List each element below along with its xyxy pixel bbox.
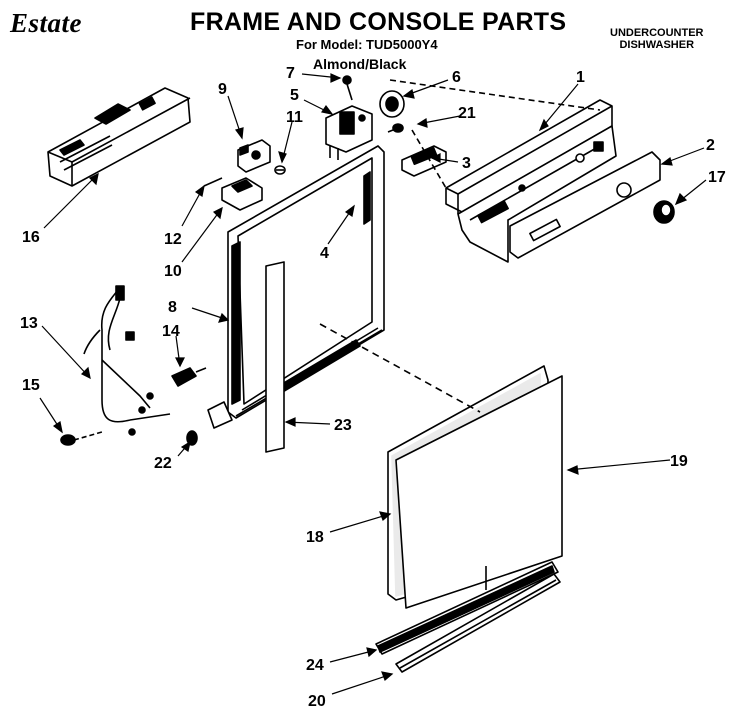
leader-dashed-3 [411,129,447,189]
part-14-switch [171,367,207,387]
callout-4: 4 [320,245,329,262]
callout-24: 24 [306,657,324,674]
callout-12: 12 [164,231,182,248]
part-10-clip [203,177,263,211]
product-category: UNDERCOUNTER DISHWASHER [610,27,704,51]
callout-18: 18 [306,529,324,546]
callout-3: 3 [462,155,471,172]
part-23-gasket-strip [265,261,285,453]
callout-16: 16 [22,229,40,246]
callout-9: 9 [218,81,227,98]
part-9-switch-bracket [237,139,271,173]
part-3-switch [401,145,447,177]
callout-14: 14 [162,323,180,340]
callout-23: 23 [334,417,352,434]
part-6-latch-knob [379,90,405,118]
callout-7: 7 [286,65,295,82]
part-5-door-latch [325,105,373,160]
callout-22: 22 [154,455,172,472]
callout-20: 20 [308,693,326,710]
callout-10: 10 [164,263,182,280]
callout-15: 15 [22,377,40,394]
color-variant: Almond/Black [313,56,407,72]
callout-5: 5 [290,87,299,104]
part-2-console-panel [509,151,661,259]
brand-logo: Estate [10,8,83,38]
part-13-wire-harness [83,285,171,436]
callout-19: 19 [670,453,688,470]
page-title: FRAME AND CONSOLE PARTS [190,8,567,36]
category-line-1: UNDERCOUNTER [610,27,704,39]
part-17-knob [653,200,675,224]
callout-17: 17 [708,169,726,186]
callout-2: 2 [706,137,715,154]
callout-1: 1 [576,69,585,86]
part-19-panel-face [395,375,563,609]
part-16-console-bracket [47,87,191,187]
part-1-console [445,99,617,263]
part-15-screw [60,431,103,446]
part-20-trim-strip [395,573,561,673]
part-21-screw [387,123,404,133]
callout-13: 13 [20,315,38,332]
leader-dashed-19 [319,323,481,413]
model-number: For Model: TUD5000Y4 [296,37,438,52]
category-line-2: DISHWASHER [619,39,695,51]
callout-6: 6 [452,69,461,86]
part-7-screw [342,75,353,101]
part-22-clip [186,430,198,446]
part-24-bottom-trim [375,561,559,655]
callout-leaders [39,73,707,695]
callout-21: 21 [458,105,476,122]
part-11-screw [274,165,286,175]
callout-8: 8 [168,299,177,316]
callout-11: 11 [286,109,303,126]
leader-dashed-1 [389,79,601,111]
callout-labels: 1 2 3 4 5 6 7 8 9 10 11 12 13 14 15 16 1… [20,65,726,710]
